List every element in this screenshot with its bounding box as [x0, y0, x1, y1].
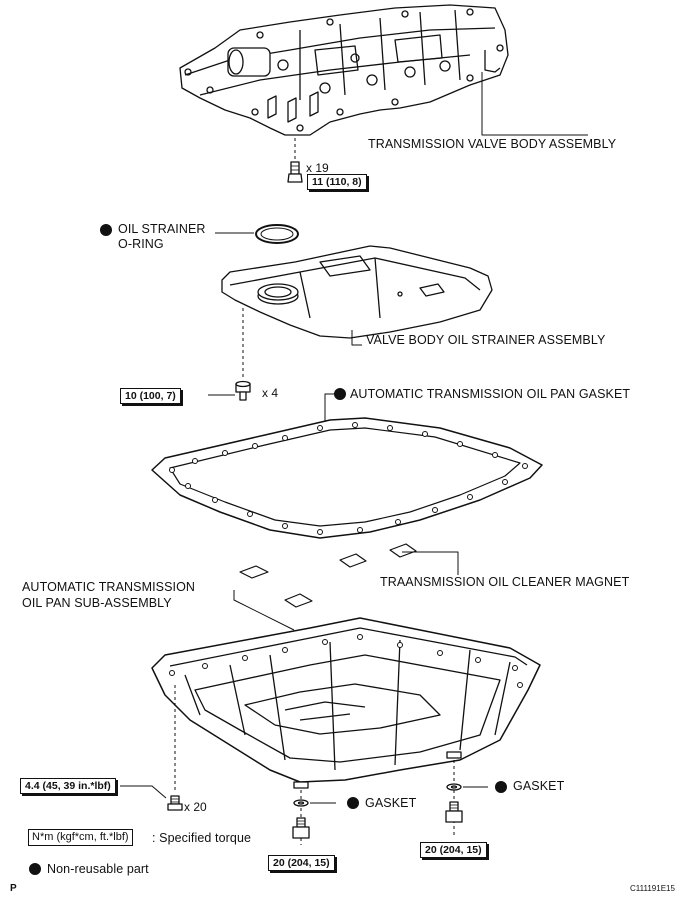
nonreusable-dot-gasket-right [495, 781, 507, 793]
label-oil-strainer-oring-1: OIL STRAINER [118, 222, 206, 236]
pan-bolt-drawing [167, 795, 183, 811]
legend-torque-desc: : Specified torque [152, 831, 252, 845]
legend-nonreusable: Non-reusable part [47, 862, 149, 876]
page-marker: P [10, 883, 17, 894]
torque-pan-bolts: 4.4 (45, 39 in.*lbf) [20, 778, 116, 794]
label-cleaner-magnet: TRAANSMISSION OIL CLEANER MAGNET [380, 575, 630, 589]
oil-pan-drawing [151, 617, 541, 789]
label-oil-pan-1: AUTOMATIC TRANSMISSION [22, 580, 196, 594]
qty-strainer-bolts: x 4 [262, 386, 279, 400]
label-oil-pan-2: OIL PAN SUB-ASSEMBLY [22, 596, 172, 610]
nonreusable-dot-pan-gasket [334, 388, 346, 400]
torque-drain-plug-left: 20 (204, 15) [268, 855, 335, 871]
label-valve-body: TRANSMISSION VALVE BODY ASSEMBLY [368, 137, 617, 151]
label-oil-strainer-oring-2: O-RING [118, 237, 164, 251]
label-gasket-left: GASKET [365, 796, 417, 810]
qty-pan-bolts: x 20 [184, 800, 207, 814]
nonreusable-dot-oring [100, 224, 112, 236]
oil-strainer-oring-drawing [255, 224, 299, 244]
valve-body-drawing [179, 4, 509, 136]
legend-torque-unit: N*m (kgf*cm, ft.*lbf) [28, 829, 133, 846]
label-valve-body-strainer: VALVE BODY OIL STRAINER ASSEMBLY [366, 333, 606, 347]
label-gasket-right: GASKET [513, 779, 565, 793]
legend-nonreusable-dot [29, 863, 41, 875]
drain-plug-left-drawing [292, 799, 310, 839]
torque-drain-plug-right: 20 (204, 15) [420, 842, 487, 858]
qty-valve-body-bolts: x 19 [306, 161, 329, 175]
valve-body-strainer-drawing [221, 245, 493, 339]
nonreusable-dot-gasket-left [347, 797, 359, 809]
figure-id: C111191E15 [630, 884, 675, 893]
oil-pan-gasket-drawing [151, 417, 543, 539]
valve-body-bolt-drawing [287, 161, 303, 183]
torque-valve-body-bolts: 11 (110, 8) [307, 174, 367, 190]
label-oil-pan-gasket: AUTOMATIC TRANSMISSION OIL PAN GASKET [350, 387, 631, 401]
torque-strainer-bolts: 10 (100, 7) [120, 388, 181, 404]
oil-cleaner-magnets-drawing [239, 543, 417, 608]
strainer-bolt-drawing [235, 380, 251, 401]
drain-plug-right-drawing [445, 783, 463, 823]
